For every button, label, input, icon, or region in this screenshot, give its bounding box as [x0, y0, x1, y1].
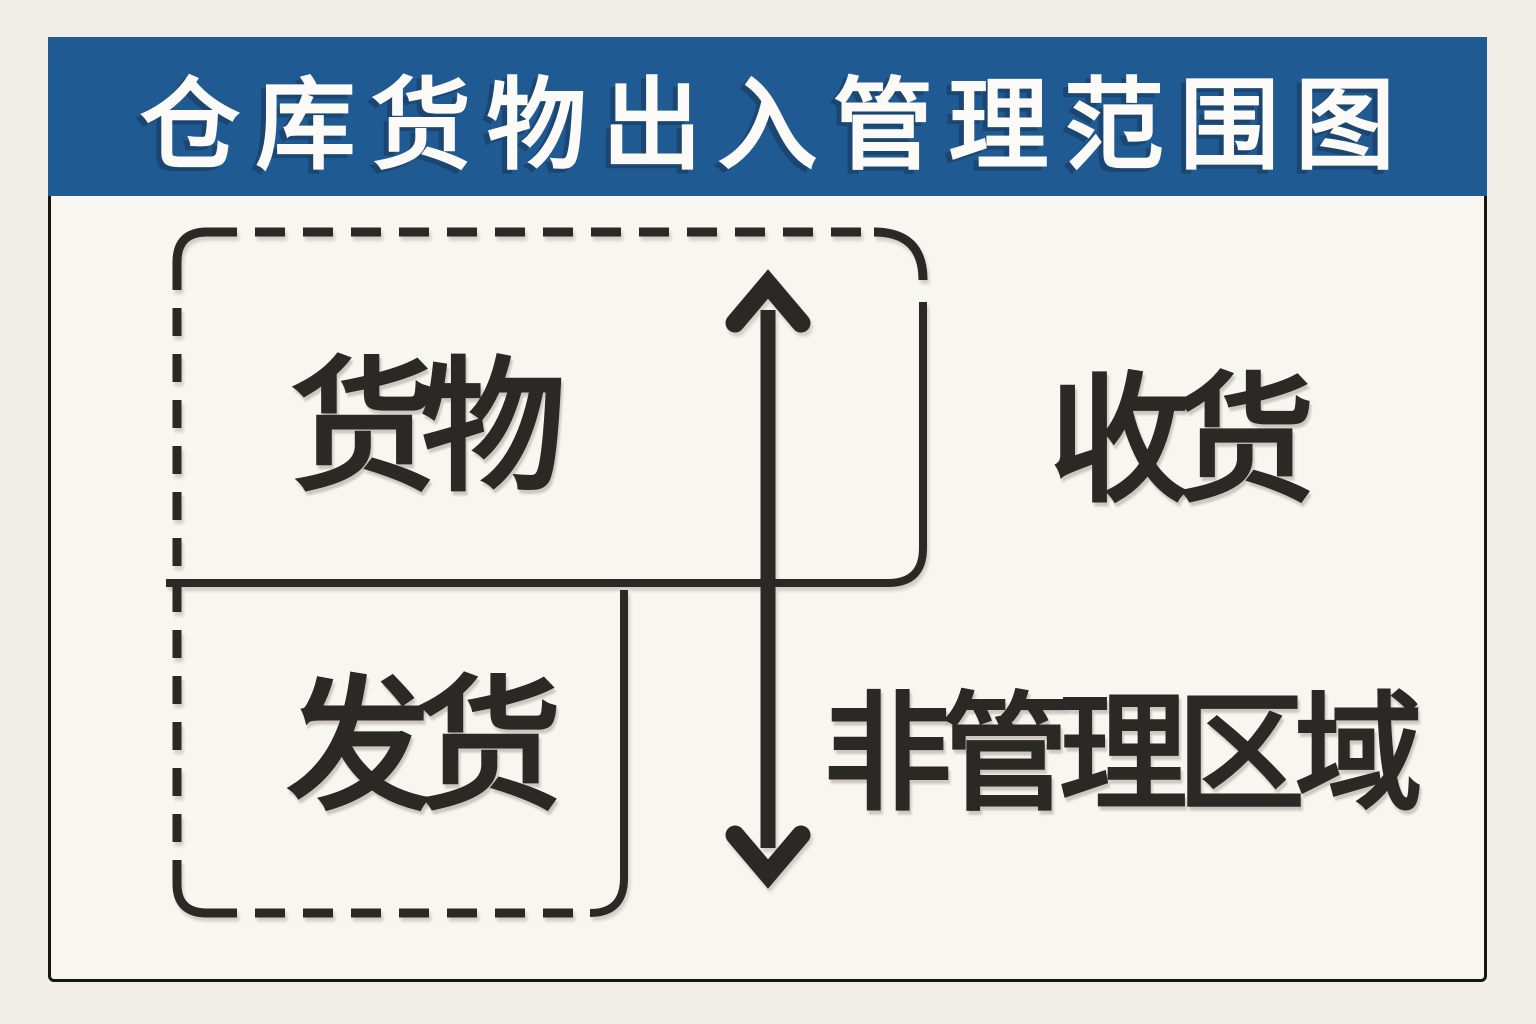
label-non-managed-area: 非管理区域: [823, 680, 1423, 829]
boundary-corner-top-right: [873, 227, 928, 281]
label-goods: 货物: [290, 343, 567, 513]
boundary-corner-bottom-left: [172, 883, 208, 918]
page-title: 仓库货物出入管理范围图: [140, 67, 1411, 184]
goods-area-divider: [166, 302, 927, 587]
arrow-up-head-icon: [725, 269, 811, 333]
shipping-area-divider: [589, 590, 628, 917]
arrow-down-head-icon: [725, 825, 811, 889]
label-shipping: 发货: [286, 662, 563, 832]
title-banner: 仓库货物出入管理范围图: [48, 37, 1487, 196]
boundary-corner-top-left: [172, 227, 208, 263]
label-receiving: 收货: [1048, 360, 1315, 523]
